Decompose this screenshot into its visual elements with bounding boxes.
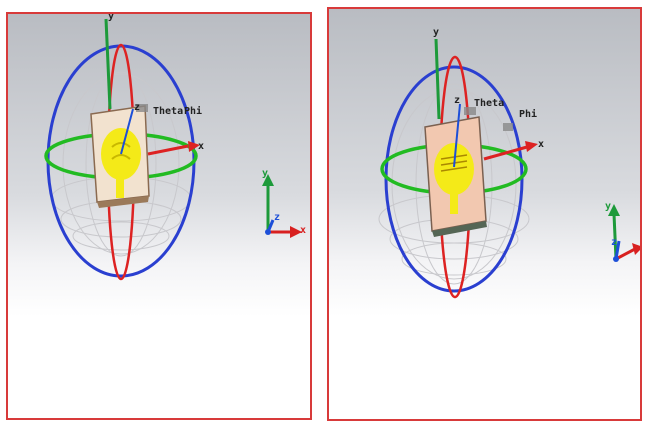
coordinate-triad: y z xyxy=(605,201,640,262)
left-scene: y z x Theta Phi y z x xyxy=(44,14,306,281)
label-phi: Phi xyxy=(184,105,202,117)
y-axis-line xyxy=(104,18,112,110)
label-theta: Theta xyxy=(474,98,504,109)
antenna-model xyxy=(90,105,150,208)
right-scene: y z x Theta Phi y z xyxy=(378,27,640,299)
x-axis-line xyxy=(147,144,189,156)
z-axis-line xyxy=(453,103,461,168)
triad-label-z: z xyxy=(274,212,280,223)
y-axis-line xyxy=(434,38,441,120)
axis-label-x: x xyxy=(198,141,204,152)
triad-label-z: z xyxy=(611,237,617,248)
triad-label-y: y xyxy=(262,168,268,179)
theta-phi-handle xyxy=(136,104,148,112)
axis-label-y: y xyxy=(108,14,114,22)
axis-label-z: z xyxy=(134,102,140,113)
x-axis-arrow xyxy=(188,141,200,152)
z-axis-line xyxy=(120,108,134,155)
label-phi: Phi xyxy=(519,108,537,120)
triad-label-x: x xyxy=(300,225,306,236)
coordinate-triad: y z x xyxy=(262,168,306,238)
left-3d-view[interactable]: y z x Theta Phi y z x xyxy=(6,12,312,420)
antenna-model xyxy=(424,116,487,237)
axis-label-z: z xyxy=(454,95,460,106)
right-3d-view[interactable]: y z x Theta Phi y z xyxy=(327,7,642,421)
triad-label-y: y xyxy=(605,201,611,212)
axis-label-x: x xyxy=(538,139,544,150)
label-theta: Theta xyxy=(153,106,183,117)
theta-phi-handle xyxy=(464,107,476,115)
x-axis-line xyxy=(483,145,528,161)
phi-handle xyxy=(503,123,513,131)
x-axis-arrow xyxy=(525,141,538,152)
axis-label-y: y xyxy=(433,27,439,38)
